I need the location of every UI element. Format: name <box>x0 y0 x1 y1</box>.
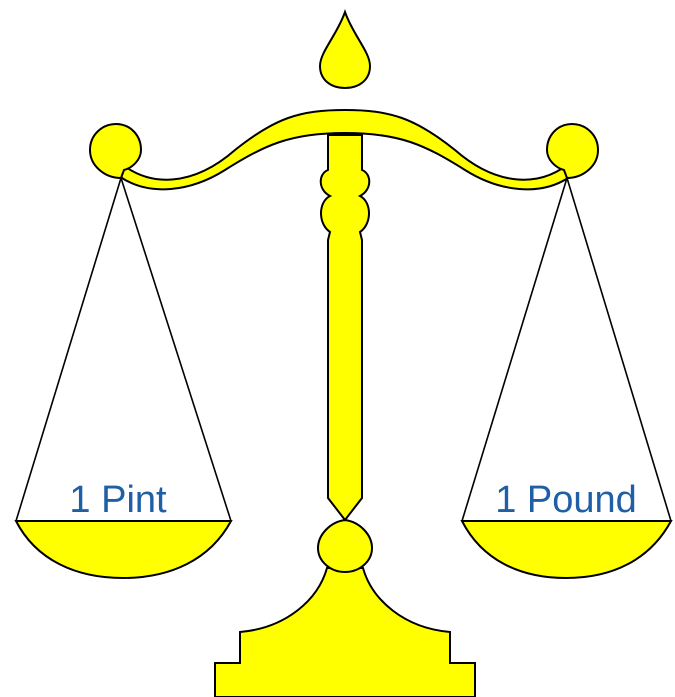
scale-base <box>215 568 475 697</box>
left-pan <box>16 521 231 578</box>
scale-finial <box>320 12 370 88</box>
left-pan-label: 1 Pint <box>69 479 167 521</box>
left-beam-knob <box>90 124 141 178</box>
right-pan-strings <box>462 178 671 521</box>
scale-column <box>321 135 370 520</box>
left-pan-strings <box>16 178 231 521</box>
right-pan <box>462 521 671 578</box>
scale-bottom-knob <box>318 520 372 572</box>
right-beam-knob <box>547 124 598 178</box>
right-pan-label: 1 Pound <box>495 479 637 521</box>
